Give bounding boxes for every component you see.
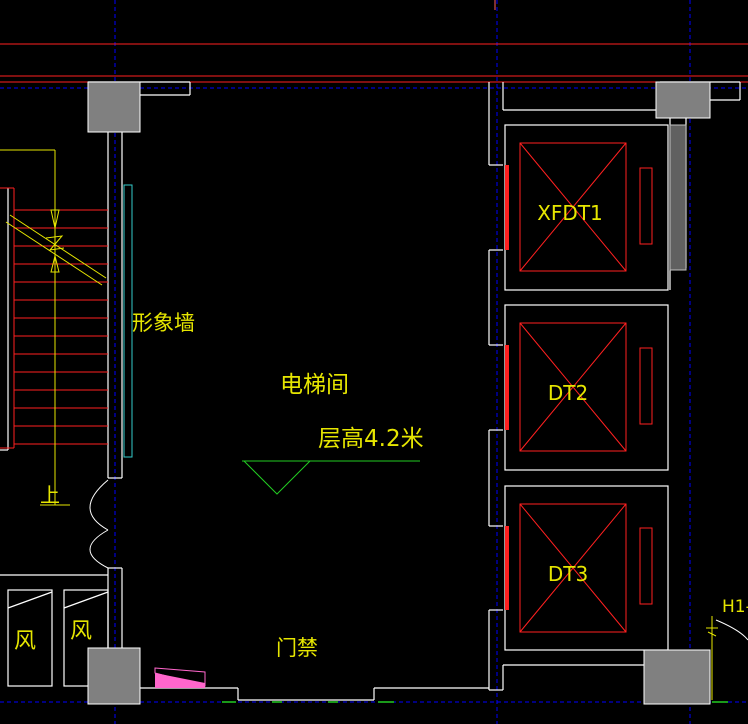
floor-height-label: 层高4.2米 [318, 426, 424, 452]
level-symbol [242, 460, 420, 495]
wind-label-2: 风 [70, 619, 92, 644]
partial-tag-label: H1- [722, 597, 748, 617]
elevator-label-xfdt1: XFDT1 [537, 201, 603, 225]
elevator-label-dt2: DT2 [548, 381, 588, 405]
wind-label-1: 风 [14, 629, 36, 654]
right-edge-symbol [706, 616, 748, 700]
access-control-label: 门禁 [276, 636, 318, 660]
elevator-marks [519, 142, 653, 633]
elevator-label-dt3: DT3 [548, 562, 588, 586]
door-swings [89, 479, 109, 569]
feature-wall [123, 184, 133, 458]
top-beam-lines [0, 0, 748, 83]
feature-wall-label: 形象墙 [132, 311, 195, 335]
stair-arrow [0, 149, 107, 506]
walls [0, 81, 741, 701]
column-outlines [87, 81, 711, 705]
stair-up-label: 上 [40, 483, 60, 507]
columns [87, 81, 711, 705]
elevator-doors [505, 165, 509, 610]
stair-treads [0, 187, 108, 449]
elevator-hall-label: 电梯间 [280, 372, 349, 398]
access-control-device [154, 667, 206, 688]
